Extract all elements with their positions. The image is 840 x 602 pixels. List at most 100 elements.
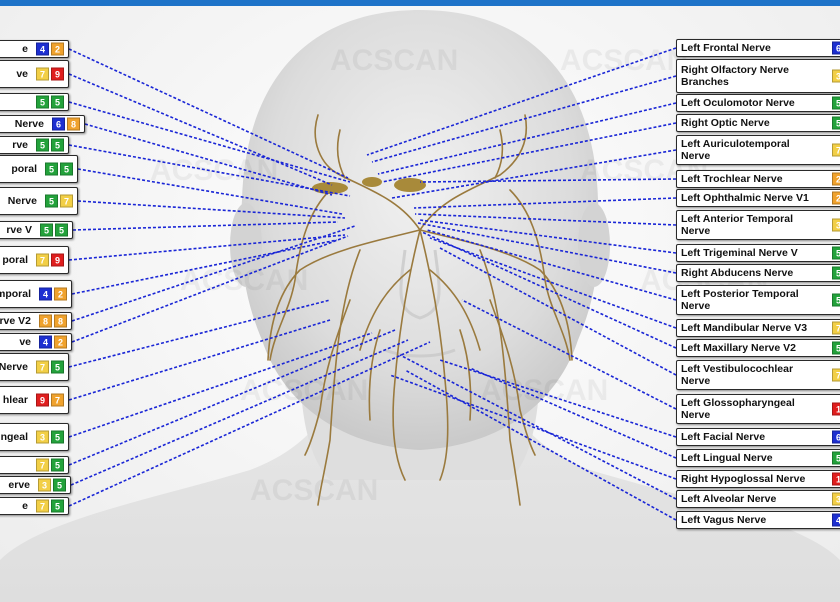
badge-group: 79 — [36, 68, 64, 81]
badge-group: 88 — [39, 315, 67, 328]
label-badge: 4 — [832, 514, 840, 527]
label-badge: 5 — [51, 459, 64, 472]
label-badge: 8 — [39, 315, 52, 328]
label-badge: 6 — [52, 118, 65, 131]
nerve-label-right[interactable]: Right Hypoglossal Nerve 1 — [676, 470, 840, 488]
ganglion-mass — [362, 177, 382, 187]
label-badge: 4 — [39, 288, 52, 301]
badge-group: 7 — [832, 369, 840, 382]
nerve-label-right[interactable]: Left Posterior Temporal Nerve 5 — [676, 285, 840, 315]
label-badge: 2 — [832, 192, 840, 205]
label-badge: 2 — [54, 336, 67, 349]
nerve-label-text: Right Olfactory Nerve Branches — [681, 64, 819, 88]
nerve-label-text: Right Hypoglossal Nerve — [681, 473, 805, 485]
nerve-label-text: poral — [11, 163, 37, 175]
nerve-label-text: rve V2 — [0, 315, 31, 327]
label-badge: 3 — [832, 219, 840, 232]
nerve-label-text: rve V — [6, 224, 32, 236]
label-badge: 7 — [832, 322, 840, 335]
label-badge: 9 — [36, 394, 49, 407]
watermark-text: ACSCAN — [560, 44, 688, 77]
label-badge: 1 — [832, 473, 840, 486]
nerve-label-right[interactable]: Left Frontal Nerve 6 — [676, 39, 840, 57]
badge-group: 68 — [52, 118, 80, 131]
badge-group: 42 — [39, 288, 67, 301]
label-badge: 4 — [39, 336, 52, 349]
label-badge: 5 — [53, 479, 66, 492]
badge-group: 55 — [40, 224, 68, 237]
label-badge: 6 — [832, 42, 840, 55]
label-badge: 5 — [51, 361, 64, 374]
nerve-label-text: rve — [12, 139, 28, 151]
label-badge: 5 — [51, 431, 64, 444]
nerve-label-text: Nerve — [15, 118, 44, 130]
label-badge: 5 — [832, 294, 840, 307]
nerve-label-text: ve — [16, 68, 28, 80]
label-badge: 8 — [54, 315, 67, 328]
label-badge: 2 — [51, 43, 64, 56]
badge-group: 6 — [832, 42, 840, 55]
label-badge: 5 — [36, 139, 49, 152]
label-badge: 7 — [51, 394, 64, 407]
label-badge: 5 — [45, 195, 58, 208]
nerve-label-text: hlear — [3, 394, 28, 406]
badge-group: 55 — [45, 163, 73, 176]
label-badge: 4 — [36, 43, 49, 56]
badge-group: 4 — [832, 514, 840, 527]
badge-group: 1 — [832, 473, 840, 486]
label-badge: 7 — [36, 254, 49, 267]
nerve-label-text: Left Facial Nerve — [681, 431, 765, 443]
label-badge: 5 — [60, 163, 73, 176]
nerve-label-text: Left Frontal Nerve — [681, 42, 771, 54]
badge-group: 5 — [832, 247, 840, 260]
badge-group: 42 — [36, 43, 64, 56]
nerve-label-text: Left Posterior Temporal Nerve — [681, 288, 819, 312]
watermark-text: ACSCAN — [250, 474, 378, 507]
watermark-text: ACSCAN — [150, 154, 278, 187]
label-badge: 8 — [67, 118, 80, 131]
label-badge: 6 — [832, 431, 840, 444]
badge-group: 5 — [832, 267, 840, 280]
label-badge: 5 — [51, 96, 64, 109]
nerve-label-right[interactable]: Left Facial Nerve 6 — [676, 428, 840, 446]
